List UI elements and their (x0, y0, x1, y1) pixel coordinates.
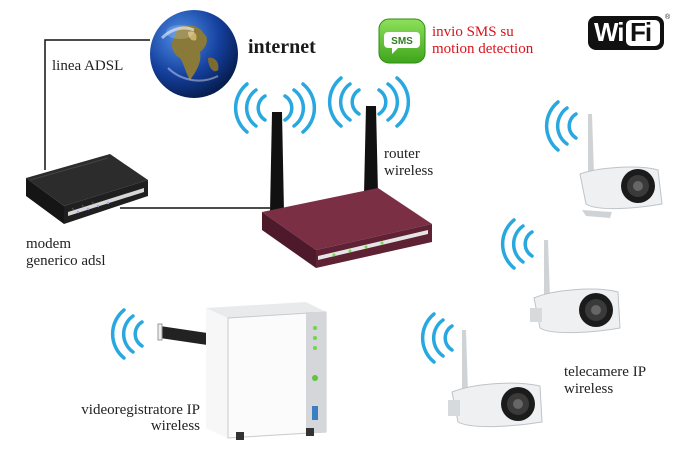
modem-label-line-1: modem (26, 236, 71, 252)
sms-icon-text: SMS (391, 36, 413, 47)
cameras-label-line-2: wireless (564, 381, 614, 397)
nvr-icon (110, 302, 327, 440)
internet-label: internet (248, 36, 316, 58)
adsl-line-label: linea ADSL (52, 58, 123, 75)
wireless-router-icon (233, 76, 432, 268)
cameras-label: telecamere IP wireless (564, 364, 646, 398)
sms-label: invio SMS su motion detection (432, 24, 533, 58)
nvr-label-line-2: wireless (150, 418, 200, 434)
internet-globe-icon (150, 10, 238, 98)
wifi-logo-fi: Fi (630, 17, 652, 47)
sms-label-line-1: invio SMS su (432, 24, 514, 40)
sms-label-line-2: motion detection (432, 41, 534, 57)
modem-label: modem generico adsl (26, 236, 106, 270)
wifi-logo: Wi Fi ® (588, 14, 671, 52)
cameras-label-line-1: telecamere IP (564, 364, 647, 380)
sms-icon: SMS (378, 18, 426, 64)
wifi-logo-wi: Wi (594, 17, 625, 47)
modem-label-line-2: generico adsl (26, 253, 106, 269)
ip-camera-1-icon (544, 100, 663, 218)
nvr-label-line-1: videoregistratore IP (81, 402, 200, 418)
router-label-line-1: router (384, 146, 420, 162)
ip-camera-3-icon (420, 312, 543, 428)
ip-camera-2-icon (500, 218, 621, 334)
adsl-line-text: linea ADSL (52, 58, 124, 74)
wifi-registered-mark: ® (665, 14, 671, 21)
router-label: router wireless (384, 146, 433, 180)
wifi-logo-fi-box (626, 20, 660, 46)
router-left-wifi-waves (233, 82, 317, 134)
adsl-cable (44, 39, 150, 170)
router-label-line-2: wireless (384, 163, 434, 179)
adsl-modem-icon (26, 154, 148, 224)
nvr-wifi-waves (110, 308, 144, 360)
